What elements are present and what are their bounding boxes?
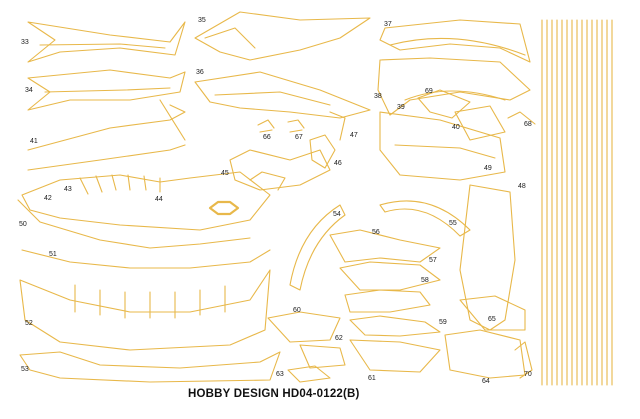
part-number-70: 70 bbox=[524, 371, 532, 378]
part-number-68: 68 bbox=[524, 121, 532, 128]
part-number-45: 45 bbox=[221, 170, 229, 177]
part-41-outline bbox=[27, 104, 186, 171]
part-62-outline bbox=[299, 344, 346, 369]
part-37-outline bbox=[379, 19, 531, 63]
part-61-outline bbox=[349, 339, 441, 373]
part-48-outline bbox=[459, 184, 516, 331]
part-63-outline bbox=[287, 365, 331, 383]
part-number-34: 34 bbox=[25, 87, 33, 94]
part-35-inner bbox=[204, 27, 256, 49]
part-number-55: 55 bbox=[449, 220, 457, 227]
part-39-arc bbox=[404, 90, 506, 101]
part-number-57: 57 bbox=[429, 257, 437, 264]
part-number-36: 36 bbox=[196, 69, 204, 76]
part-number-51: 51 bbox=[49, 251, 57, 258]
part-34-outline bbox=[27, 69, 186, 111]
part-number-63: 63 bbox=[276, 371, 284, 378]
part-53-outline bbox=[19, 351, 281, 383]
part-42-outline bbox=[21, 171, 271, 231]
part-66-outline bbox=[257, 119, 275, 133]
part-65-outline bbox=[459, 295, 526, 331]
part-52-ribs bbox=[74, 284, 226, 319]
part-45-outline bbox=[229, 149, 331, 191]
part-52-outline bbox=[19, 269, 271, 351]
part-50-outline bbox=[17, 199, 251, 249]
part-number-33: 33 bbox=[21, 39, 29, 46]
part-35-outline bbox=[194, 11, 371, 61]
part-57-outline bbox=[339, 261, 441, 291]
part-number-42: 42 bbox=[44, 195, 52, 202]
part-64-outline bbox=[444, 329, 526, 379]
part-43-hatching bbox=[79, 174, 161, 195]
part-number-65: 65 bbox=[488, 316, 496, 323]
product-code-label: HOBBY DESIGN HD04-0122(B) bbox=[188, 388, 360, 400]
part-37-arc bbox=[389, 37, 526, 56]
part-45-notch bbox=[249, 171, 286, 191]
part-34-inner bbox=[44, 87, 171, 93]
part-number-40: 40 bbox=[452, 124, 460, 131]
part-number-46: 46 bbox=[334, 160, 342, 167]
part-number-38: 38 bbox=[374, 93, 382, 100]
part-number-62: 62 bbox=[335, 335, 343, 342]
part-38-outline bbox=[377, 57, 531, 116]
part-51-outline bbox=[21, 249, 271, 269]
part-46-outline bbox=[309, 134, 336, 169]
strip-bundle bbox=[541, 19, 613, 386]
part-33-outline bbox=[27, 21, 186, 63]
part-41-strut bbox=[159, 99, 186, 141]
part-58-outline bbox=[344, 289, 431, 313]
part-number-64: 64 bbox=[482, 378, 490, 385]
part-36-inner bbox=[214, 91, 331, 106]
part-49-outline bbox=[379, 111, 506, 181]
part-number-58: 58 bbox=[421, 277, 429, 284]
part-number-50: 50 bbox=[19, 221, 27, 228]
part-number-43: 43 bbox=[64, 186, 72, 193]
part-68-outline bbox=[507, 111, 536, 125]
part-59-outline bbox=[349, 315, 441, 337]
part-54-arc bbox=[289, 204, 346, 291]
part-number-52: 52 bbox=[25, 320, 33, 327]
part-70-outline bbox=[514, 341, 533, 379]
part-44-hex bbox=[208, 200, 240, 216]
part-69-outline bbox=[417, 89, 471, 119]
part-number-69: 69 bbox=[425, 88, 433, 95]
part-36-outline bbox=[194, 71, 371, 119]
part-number-48: 48 bbox=[518, 183, 526, 190]
part-number-53: 53 bbox=[21, 366, 29, 373]
part-number-41: 41 bbox=[30, 138, 38, 145]
part-number-39: 39 bbox=[397, 104, 405, 111]
part-number-66: 66 bbox=[263, 134, 271, 141]
part-number-37: 37 bbox=[384, 21, 392, 28]
part-number-61: 61 bbox=[368, 375, 376, 382]
part-number-35: 35 bbox=[198, 17, 206, 24]
part-49-inner bbox=[394, 144, 496, 159]
part-number-67: 67 bbox=[295, 134, 303, 141]
part-number-59: 59 bbox=[439, 319, 447, 326]
part-40-outline bbox=[454, 105, 506, 141]
part-47-outline bbox=[329, 111, 346, 141]
part-number-56: 56 bbox=[372, 229, 380, 236]
part-60-outline bbox=[267, 311, 341, 343]
part-55-arc bbox=[379, 200, 471, 237]
part-56-outline bbox=[329, 229, 441, 263]
part-number-54: 54 bbox=[333, 211, 341, 218]
part-number-44: 44 bbox=[155, 196, 163, 203]
part-number-60: 60 bbox=[293, 307, 301, 314]
part-33-inner bbox=[39, 43, 166, 49]
part-67-outline bbox=[287, 119, 305, 133]
part-number-47: 47 bbox=[350, 132, 358, 139]
part-number-49: 49 bbox=[484, 165, 492, 172]
